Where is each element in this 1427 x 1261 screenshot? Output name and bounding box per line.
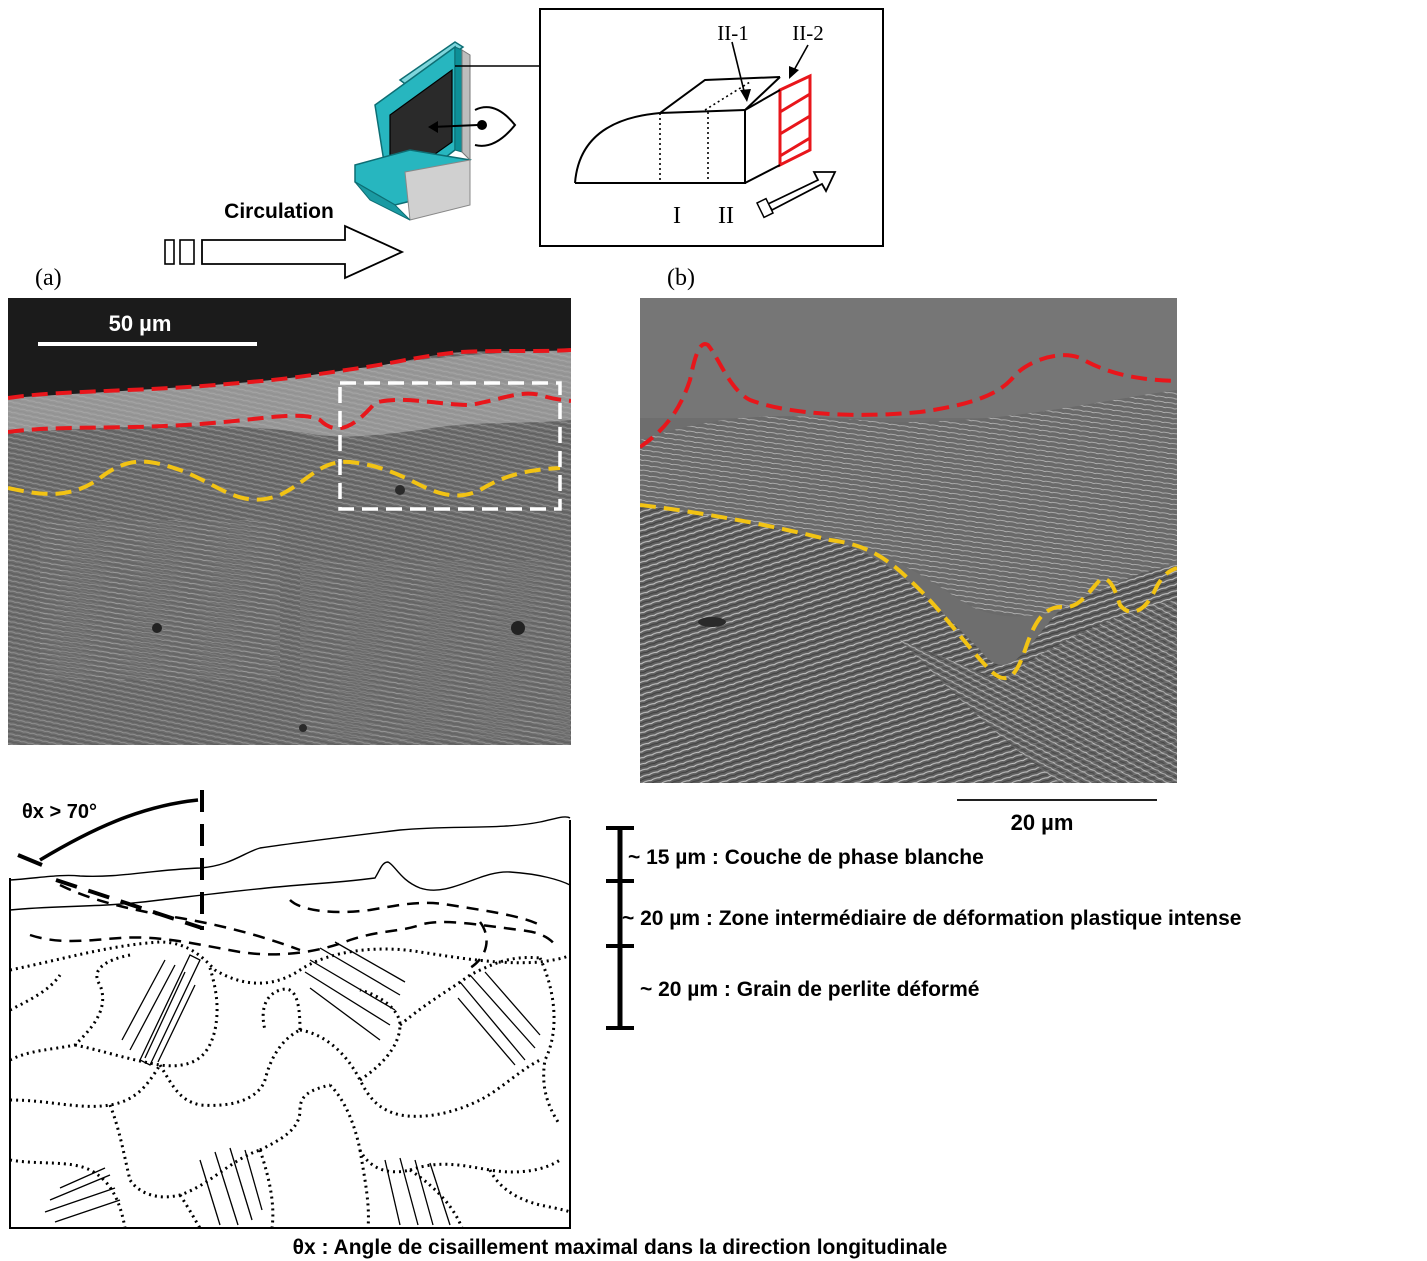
- scale-bar-a: 50 µm: [38, 311, 257, 346]
- direction-arrow: [755, 171, 837, 219]
- circulation-label: Circulation: [224, 200, 334, 223]
- angle-label: θx > 70°: [22, 801, 97, 823]
- layer-white-phase: ~ 15 µm : Couche de phase blanche: [628, 846, 984, 869]
- label-II-2: II-2: [792, 21, 823, 45]
- scale-bar-b: 20 µm: [957, 799, 1157, 835]
- micrograph-a: [8, 298, 571, 745]
- scale-bar-a-label: 50 µm: [109, 311, 172, 336]
- rail-schematic: [354, 41, 540, 221]
- wear-zone-inset: II-1 II-2 I II: [539, 8, 884, 247]
- label-section-II: II: [718, 203, 734, 229]
- layer-intermediate-zone: ~ 20 µm : Zone intermédiaire de déformat…: [622, 907, 1242, 930]
- deformation-sketch: θx > 70°: [9, 790, 571, 1229]
- scale-bar-b-label: 20 µm: [1011, 810, 1074, 835]
- shear-angle-indicator: [17, 790, 204, 930]
- panel-b-label: (b): [667, 265, 695, 291]
- eye-icon: [428, 106, 517, 147]
- layer-deformed-pearlite: ~ 20 µm : Grain de perlite déformé: [640, 978, 979, 1001]
- panel-a-label: (a): [35, 265, 62, 291]
- figure-caption: θx : Angle de cisaillement maximal dans …: [293, 1236, 948, 1259]
- label-section-I: I: [673, 203, 681, 229]
- section-II-2-hatch: [744, 73, 812, 184]
- circulation-arrow: Circulation: [164, 200, 405, 280]
- layer-thickness-scale: ~ 15 µm : Couche de phase blanche ~ 20 µ…: [606, 826, 1242, 1030]
- micrograph-b: [640, 298, 1177, 783]
- label-II-1: II-1: [717, 21, 748, 45]
